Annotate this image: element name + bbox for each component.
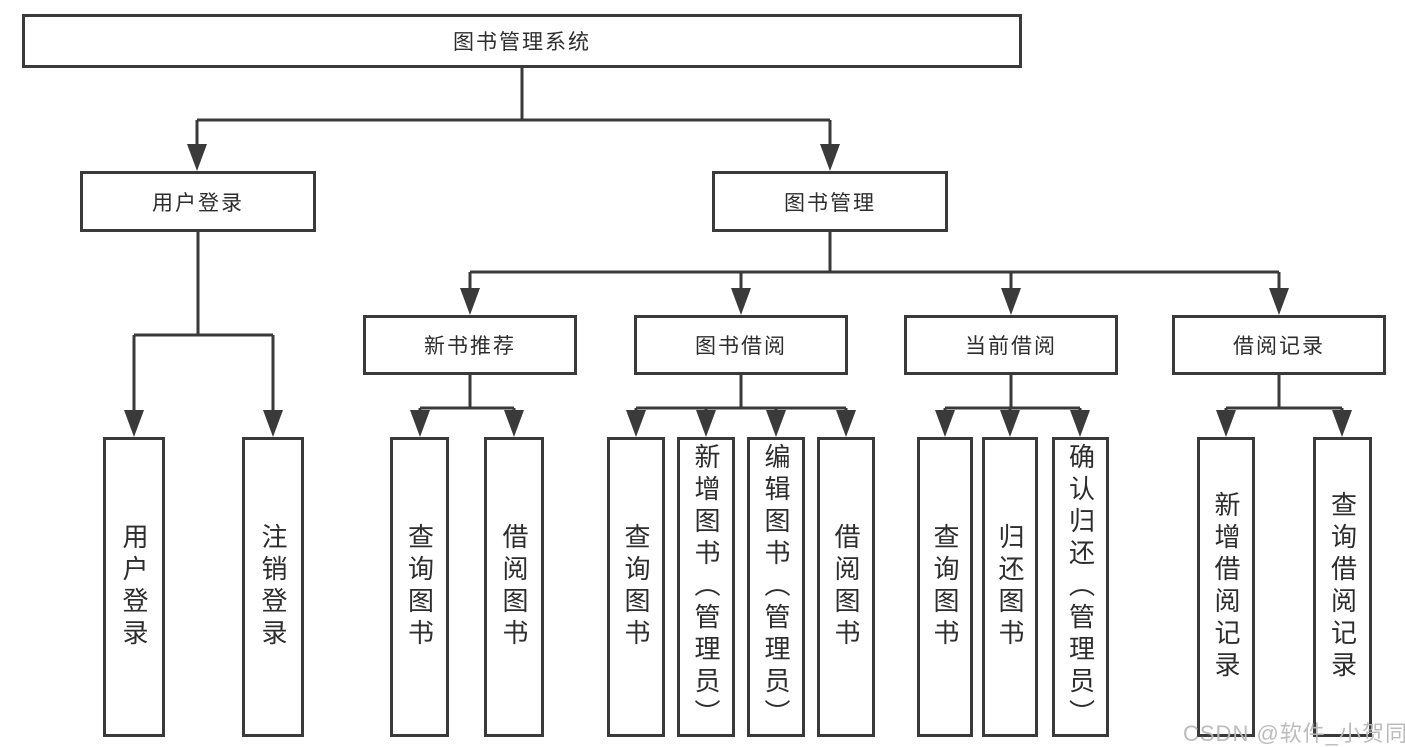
node-borrow-records: 借阅记录 [1172,315,1386,375]
connector-user-login-to-leaves [132,230,275,412]
connector-book-borrow-to-leaves [634,373,848,412]
connector-current-borrow-to-leaves [943,373,1082,412]
leaf-logout: 注销登录 [242,437,304,737]
leaf-borrow-add-books-admin: 新增图书（管理员） [677,437,735,737]
leaf-current-query-books: 查询图书 [917,437,973,737]
leaf-user-login: 用户登录 [103,437,165,737]
node-user-login: 用户登录 [80,171,316,232]
node-root: 图书管理系统 [22,14,1022,68]
node-book-management: 图书管理 [712,171,948,232]
node-new-book-recommend: 新书推荐 [363,315,577,375]
arrowheads [124,144,1352,437]
connector-book-mgmt-to-level3 [468,230,1281,290]
leaf-current-confirm-return-admin: 确认归还（管理员） [1052,437,1109,737]
leaf-records-add-record: 新增借阅记录 [1197,437,1255,737]
leaf-newbooks-query-books: 查询图书 [390,437,449,737]
leaf-newbooks-borrow-books: 借阅图书 [484,437,544,737]
connector-root-to-level2 [195,66,832,146]
leaf-borrow-query-books: 查询图书 [607,437,665,737]
connector-borrow-records-to-leaves [1224,373,1344,412]
leaf-records-query-record: 查询借阅记录 [1313,437,1372,737]
node-book-borrow: 图书借阅 [634,315,848,375]
leaf-borrow-borrow-books: 借阅图书 [817,437,875,737]
leaf-current-return-books: 归还图书 [982,437,1038,737]
node-current-borrow: 当前借阅 [904,315,1118,375]
leaf-borrow-edit-books-admin: 编辑图书（管理员） [747,437,805,737]
csdn-watermark: CSDN @软件_小贺同学 [1183,721,1405,746]
connector-new-books-to-leaves [418,373,516,412]
